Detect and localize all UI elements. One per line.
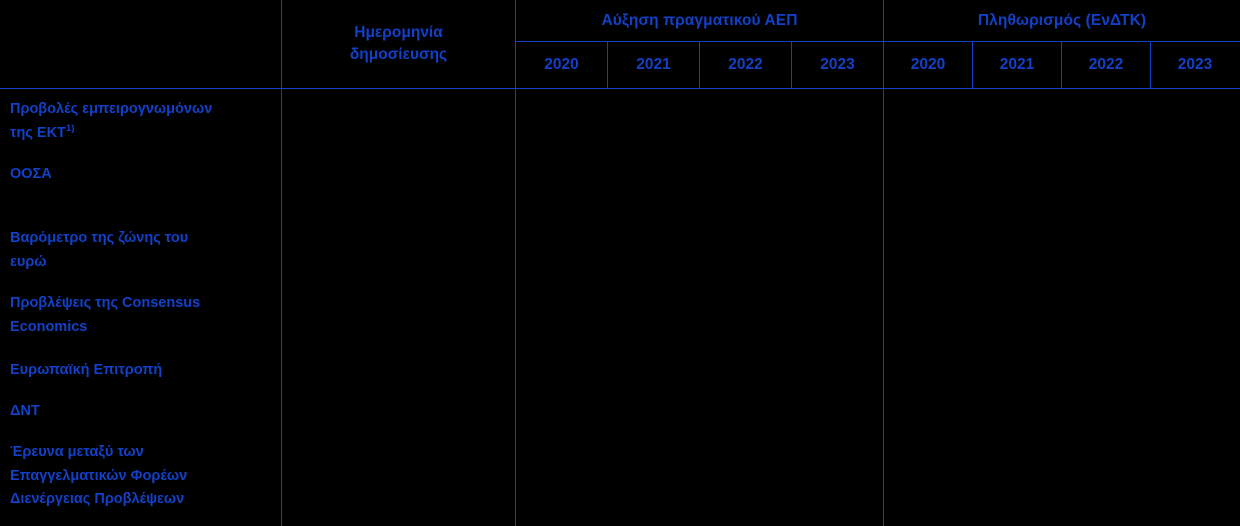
row-label-line2: Economics bbox=[10, 318, 88, 335]
header-year-gdp-2023: 2023 bbox=[820, 55, 855, 73]
header-year-gdp-2022: 2022 bbox=[728, 55, 763, 73]
row-label-line1: Ευρωπαϊκή Επιτροπή bbox=[10, 362, 163, 378]
header-year-gdp-2020: 2020 bbox=[544, 55, 579, 73]
header-group-real-gdp-growth: Αύξηση πραγματικού ΑΕΠ bbox=[601, 11, 798, 29]
row-label-imf: ΔΝΤ bbox=[10, 400, 272, 424]
divider-gdp-2020-2021 bbox=[607, 41, 608, 88]
divider-after-source-column bbox=[281, 0, 282, 526]
header-year-inflation-2020: 2020 bbox=[910, 55, 946, 73]
header-year-inflation-2023: 2023 bbox=[1177, 55, 1213, 73]
row-label-line1: ΟΟΣΑ bbox=[10, 166, 52, 182]
header-group-inflation-hicp: Πληθωρισμός (ΕνΔΤΚ) bbox=[977, 11, 1147, 29]
divider-after-pubdate-column bbox=[515, 0, 516, 526]
header-publication-date-line2: δημοσίευσης bbox=[349, 46, 448, 63]
row-label-line1: ΔΝΤ bbox=[10, 403, 40, 419]
header-year-inflation-2021: 2021 bbox=[999, 55, 1035, 73]
divider-infl-2021-2022 bbox=[1061, 41, 1062, 88]
header-publication-date: Ημερομηνία δημοσίευσης bbox=[282, 0, 515, 88]
divider-infl-2022-2023 bbox=[1150, 41, 1151, 88]
divider-between-gdp-and-infl bbox=[883, 0, 884, 526]
divider-infl-2020-2021 bbox=[972, 41, 973, 88]
divider-gdp-2021-2022 bbox=[699, 41, 700, 88]
row-label-european-commission: Ευρωπαϊκή Επιτροπή bbox=[10, 359, 272, 383]
footnote-marker: 1) bbox=[65, 122, 75, 134]
row-label-survey-of-professional-forecasters: Έρευνα μεταξύ των Επαγγελματικών Φορέων … bbox=[10, 441, 272, 512]
row-label-line1: Προβλέψεις της Consensus bbox=[10, 295, 201, 311]
row-label-line2: της ΕΚΤ bbox=[10, 124, 66, 141]
row-label-line1: Βαρόμετρο της ζώνης του bbox=[10, 230, 189, 246]
row-label-consensus-economics-forecasts: Προβλέψεις της Consensus Economics bbox=[10, 292, 272, 339]
row-label-euro-zone-barometer: Βαρόμετρο της ζώνης του ευρώ bbox=[10, 227, 272, 274]
header-bottom-rule bbox=[0, 88, 1240, 89]
row-label-ecb-staff-projections: Προβολές εμπειρογνωμόνων της ΕΚΤ1) bbox=[10, 98, 272, 145]
divider-gdp-2022-2023 bbox=[791, 41, 792, 88]
header-publication-date-line1: Ημερομηνία bbox=[354, 24, 443, 41]
row-label-line2: ευρώ bbox=[10, 253, 47, 270]
header-year-gdp-2021: 2021 bbox=[636, 55, 671, 73]
row-label-oecd: ΟΟΣΑ bbox=[10, 163, 272, 187]
row-label-line2: Επαγγελματικών Φορέων bbox=[10, 467, 188, 484]
row-label-line1: Προβολές εμπειρογνωμόνων bbox=[10, 101, 213, 117]
header-year-inflation-2022: 2022 bbox=[1088, 55, 1124, 73]
row-label-line3: Διενέργειας Προβλέψεων bbox=[10, 491, 185, 507]
row-label-line1: Έρευνα μεταξύ των bbox=[10, 444, 144, 460]
